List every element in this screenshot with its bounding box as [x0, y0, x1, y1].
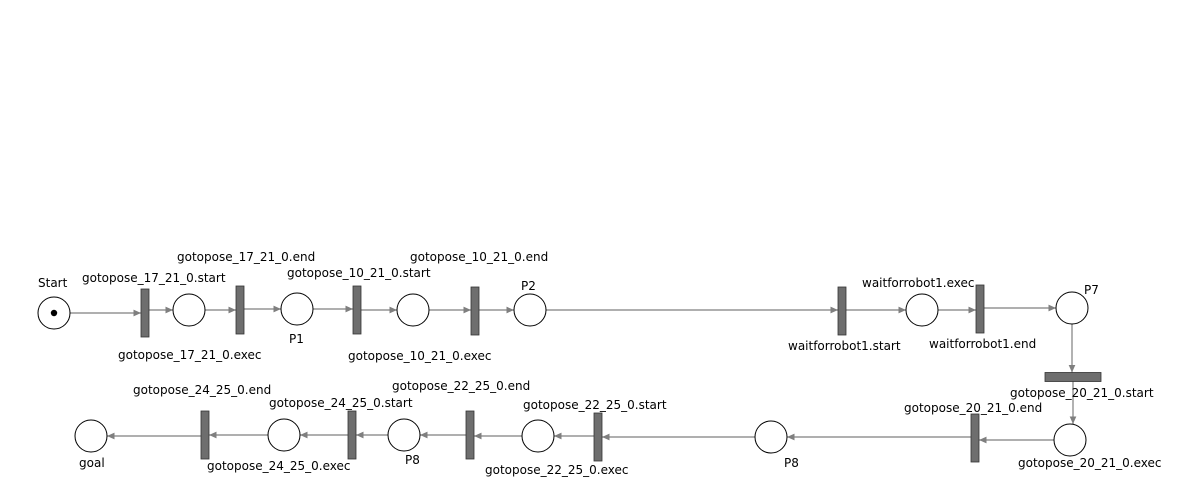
transition-t7: [1044, 372, 1102, 382]
transition-t2: [235, 285, 245, 335]
transition-label-t4: gotopose_10_21_0.end: [410, 250, 549, 264]
transition-label-t10: gotopose_22_25_0.end: [392, 379, 531, 393]
place-p_a: [172, 293, 206, 327]
place-p_d: [1053, 423, 1087, 457]
transition-label-t7: gotopose_20_21_0.start: [1010, 386, 1154, 400]
place-label-p1: P1: [289, 332, 304, 346]
place-label-p_b: gotopose_10_21_0.exec: [348, 349, 492, 363]
place-label-p_d: gotopose_20_21_0.exec: [1018, 456, 1162, 470]
place-label-goal: goal: [79, 456, 105, 470]
place-label-p_f: gotopose_24_25_0.exec: [207, 459, 351, 473]
place-label-p_a: gotopose_17_21_0.exec: [118, 348, 262, 362]
arcs-layer: [70, 304, 1077, 444]
transition-t1: [140, 288, 150, 338]
place-p_b: [396, 293, 430, 327]
place-goal: [74, 419, 108, 453]
nodes-layer: [37, 284, 1102, 463]
place-label-p7: P7: [1084, 283, 1099, 297]
place-p1: [280, 292, 314, 326]
transition-t6: [975, 284, 985, 334]
place-label-start: Start: [38, 276, 68, 290]
place-p_c: [905, 293, 939, 327]
transition-label-t5: waitforrobot1.start: [788, 339, 901, 353]
transition-label-t12: gotopose_24_25_0.end: [133, 383, 272, 397]
transition-t4: [470, 286, 480, 336]
place-p_e: [521, 419, 555, 453]
place-label-p2: P2: [521, 279, 536, 293]
place-label-p_e: gotopose_22_25_0.exec: [485, 463, 629, 477]
transition-label-t3: gotopose_10_21_0.start: [287, 266, 431, 280]
place-label-p8a: P8: [784, 456, 799, 470]
transition-t10: [465, 410, 475, 460]
transition-label-t6: waitforrobot1.end: [929, 337, 1037, 351]
place-p_f: [267, 418, 301, 452]
transition-t5: [837, 286, 847, 336]
transition-t9: [593, 412, 603, 462]
transition-t11: [347, 410, 357, 460]
transition-label-t8: gotopose_20_21_0.end: [904, 401, 1043, 415]
place-p8b: [387, 418, 421, 452]
token: [50, 309, 58, 317]
place-p8a: [754, 420, 788, 454]
transition-label-t9: gotopose_22_25_0.start: [523, 398, 667, 412]
transition-label-t2: gotopose_17_21_0.end: [177, 250, 316, 264]
place-label-p_c: waitforrobot1.exec: [862, 276, 975, 290]
transition-t3: [352, 285, 362, 335]
place-p2: [513, 293, 547, 327]
transition-label-t1: gotopose_17_21_0.start: [82, 271, 226, 285]
transition-t12: [200, 410, 210, 460]
transition-t8: [970, 413, 980, 463]
transition-label-t11: gotopose_24_25_0.start: [269, 396, 413, 410]
place-label-p8b: P8: [405, 453, 420, 467]
place-p7: [1055, 291, 1089, 325]
